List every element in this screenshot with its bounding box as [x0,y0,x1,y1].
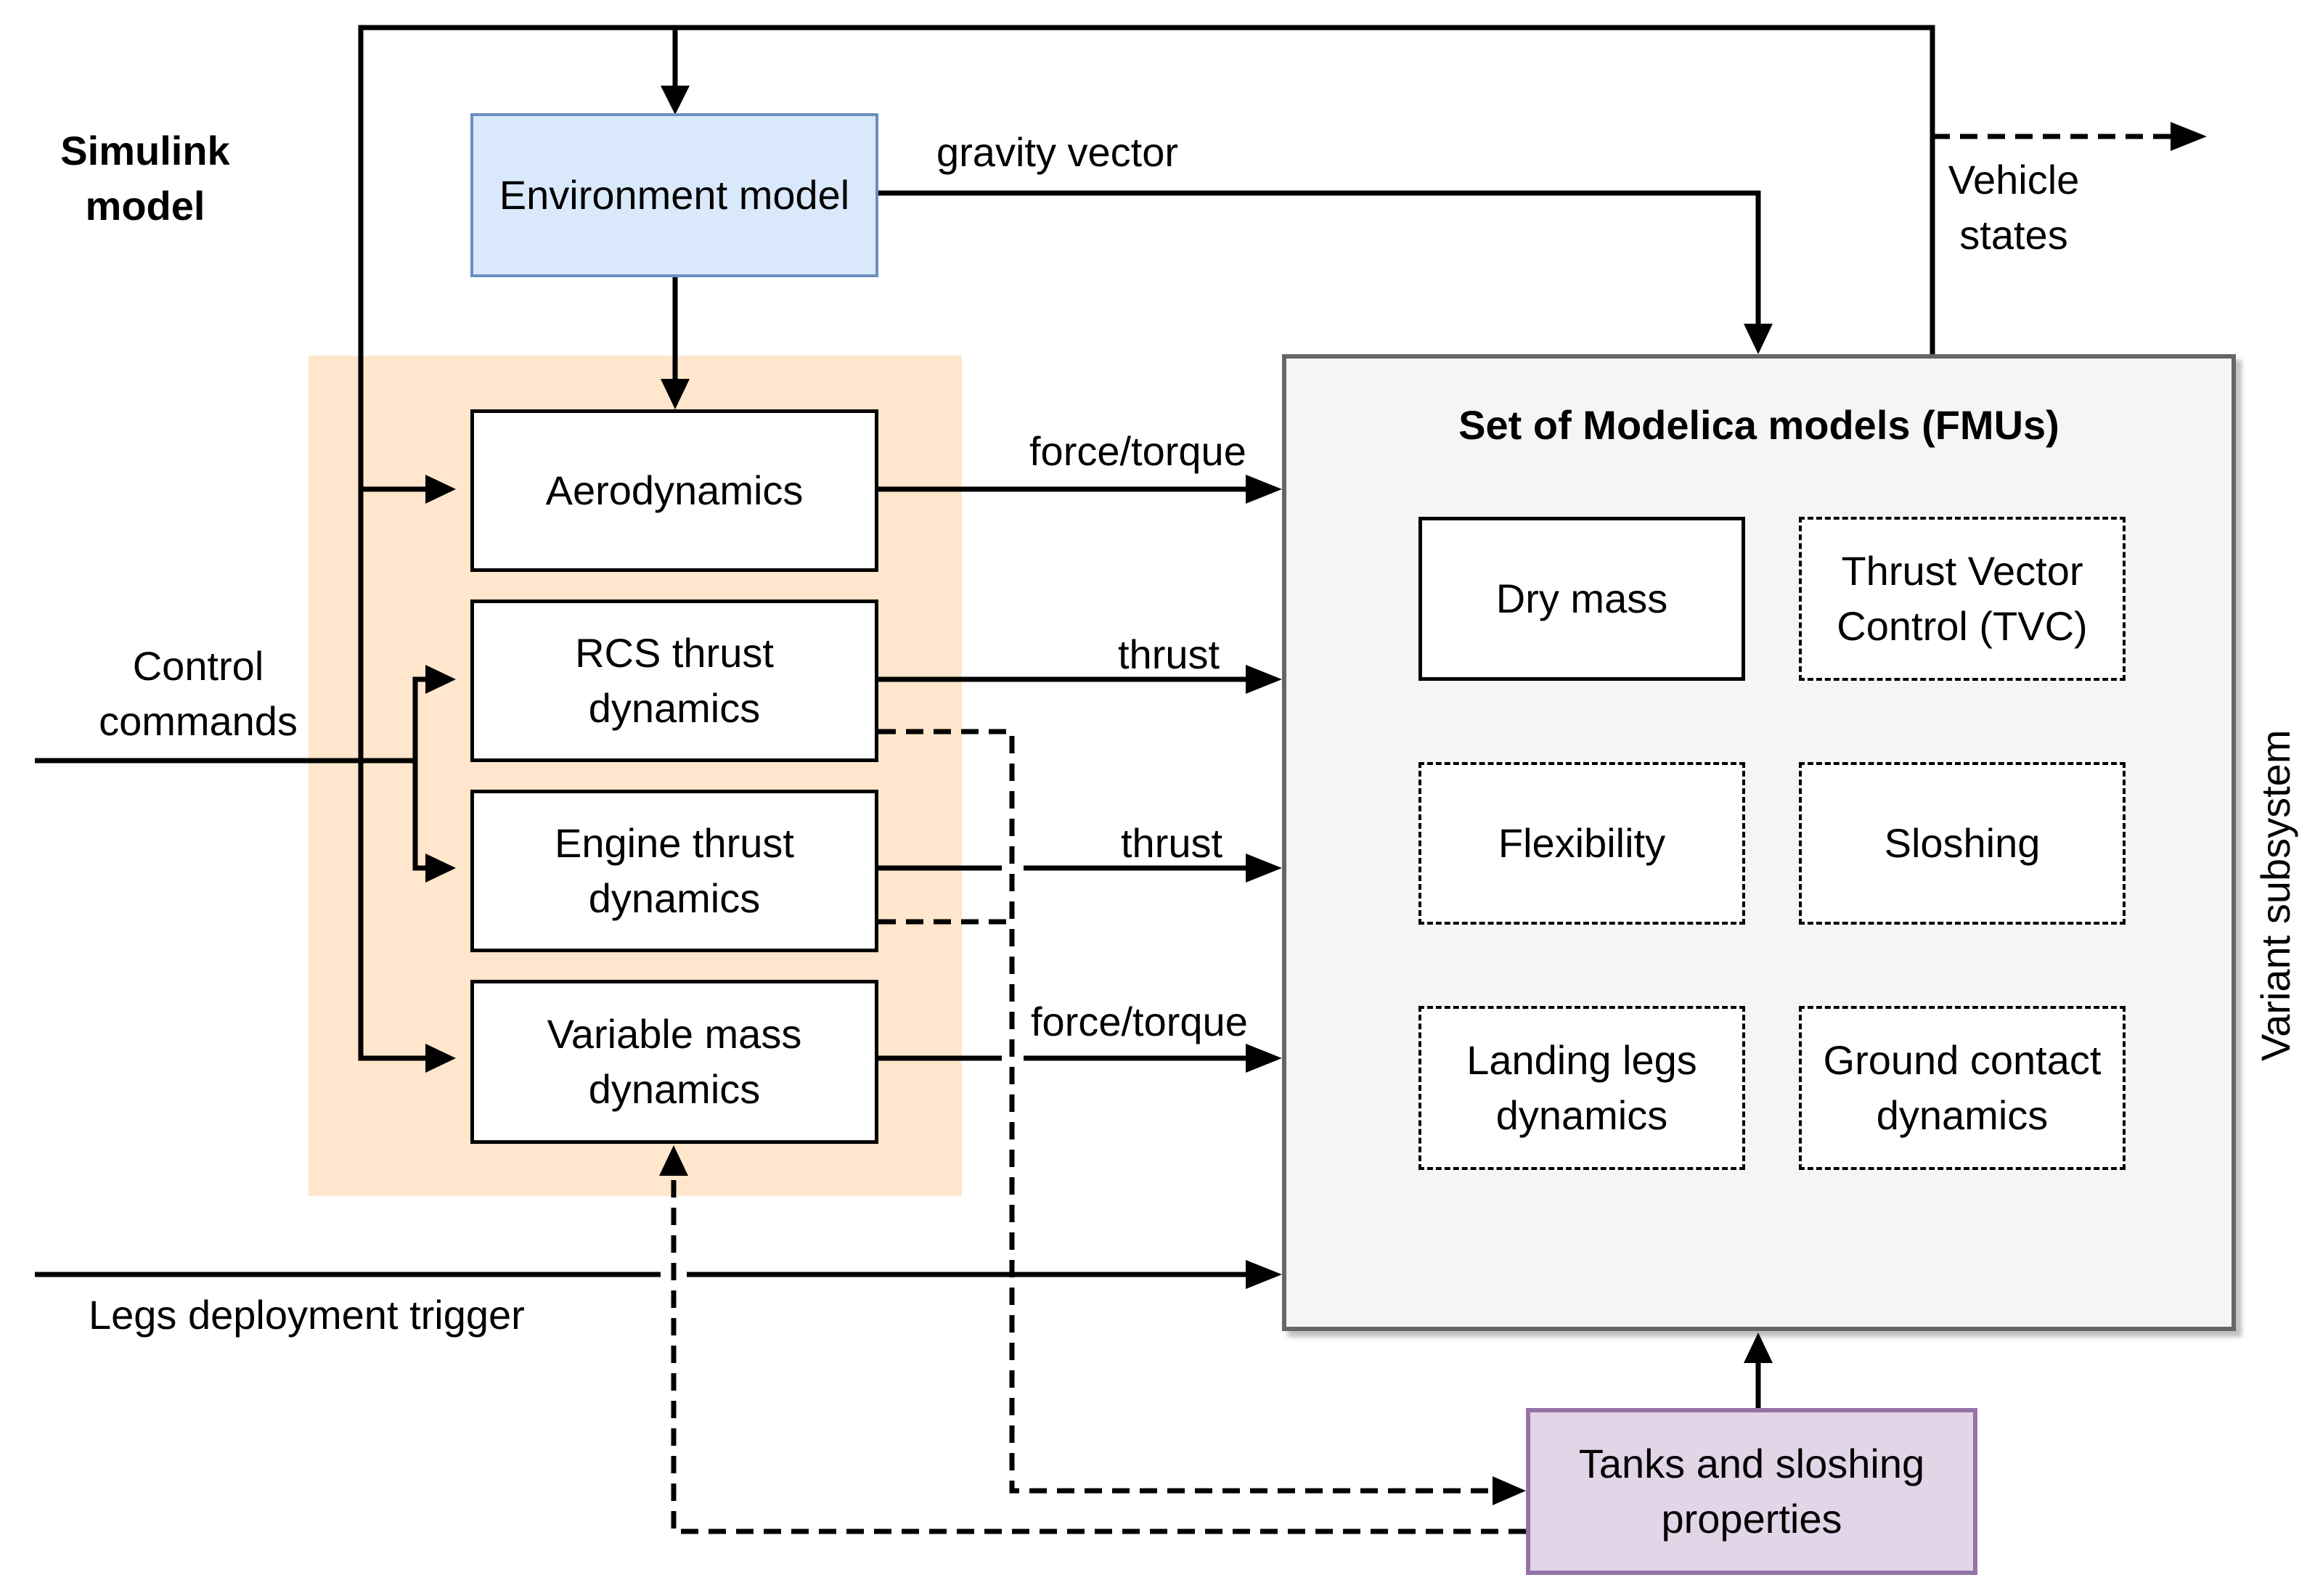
arrowhead-varmass-in [425,1044,456,1073]
tanks-to-varmass-dashed-line [671,1160,1526,1534]
aerodynamics-block[interactable]: Aerodynamics [470,409,878,572]
tanks-sloshing-label: Tanks and sloshing properties [1578,1441,1925,1542]
arrowhead-environment [661,86,690,115]
variable-mass-dynamics-block[interactable]: Variable mass dynamics [470,980,878,1144]
arrowhead-engine-in [425,854,456,883]
engine-thrust-dynamics-label: Engine thrust dynamics [555,820,794,921]
sloshing-label: Sloshing [1884,820,2041,867]
arrowhead-tanks-to-varmass [659,1145,688,1176]
arrowhead-aero-force [1246,475,1282,504]
arrowhead-env-aero [661,379,690,409]
arrowhead-engine-thrust [1246,854,1282,883]
ground-contact-label: Ground contact dynamics [1823,1037,2102,1138]
variant-subsystem-label: Variant subsystem [2253,729,2298,1061]
arrowhead-tanks-variant [1744,1333,1773,1363]
dry-mass-block[interactable]: Dry mass [1418,517,1745,681]
landing-legs-label: Landing legs dynamics [1466,1037,1697,1138]
arrowhead-rcs-in [425,665,456,694]
force-torque-label-1: force/torque [1029,428,1246,474]
environment-model-block[interactable]: Environment model [470,113,878,277]
tvc-label: Thrust Vector Control (TVC) [1837,548,2088,649]
thrust-label-2: thrust [1121,820,1223,866]
gravity-vector-label: gravity vector [936,129,1178,175]
control-commands-label: Control commands [99,643,298,744]
control-commands-branch [412,676,443,871]
rcs-thrust-dynamics-label: RCS thrust dynamics [575,630,774,731]
rcs-dashed-line [878,729,1501,1494]
fmu-set-title: Set of Modelica models (FMUs) [1458,402,2059,448]
force-torque-label-2: force/torque [1031,999,1248,1044]
tvc-block[interactable]: Thrust Vector Control (TVC) [1799,517,2126,681]
arrowhead-rcs-thrust [1246,665,1282,694]
variable-mass-dynamics-label: Variable mass dynamics [547,1011,802,1112]
arrowhead-vehicle-states [2171,122,2207,151]
flexibility-label: Flexibility [1498,820,1666,867]
tanks-sloshing-block[interactable]: Tanks and sloshing properties [1526,1408,1977,1575]
landing-legs-block[interactable]: Landing legs dynamics [1418,1006,1745,1170]
flexibility-block[interactable]: Flexibility [1418,762,1745,925]
arrowhead-aero-in [425,475,456,504]
arrowhead-gravity [1744,324,1773,354]
aerodynamics-label: Aerodynamics [545,467,804,514]
rcs-thrust-dynamics-block[interactable]: RCS thrust dynamics [470,599,878,762]
thrust-label-1: thrust [1118,631,1220,677]
legs-deployment-trigger-label: Legs deployment trigger [89,1292,525,1338]
vehicle-states-label: Vehicle states [1948,157,2080,258]
simulink-model-title: Simulink model [60,128,230,229]
arrowhead-varmass-force [1246,1044,1282,1073]
dry-mass-label: Dry mass [1495,576,1668,622]
engine-thrust-dynamics-block[interactable]: Engine thrust dynamics [470,790,878,952]
sloshing-block[interactable]: Sloshing [1799,762,2126,925]
gravity-vector-line [878,190,1761,338]
environment-model-label: Environment model [499,172,850,218]
ground-contact-block[interactable]: Ground contact dynamics [1799,1006,2126,1170]
arrowhead-legs-trigger [1246,1260,1282,1289]
arrowhead-rcs-to-tanks [1493,1476,1526,1505]
